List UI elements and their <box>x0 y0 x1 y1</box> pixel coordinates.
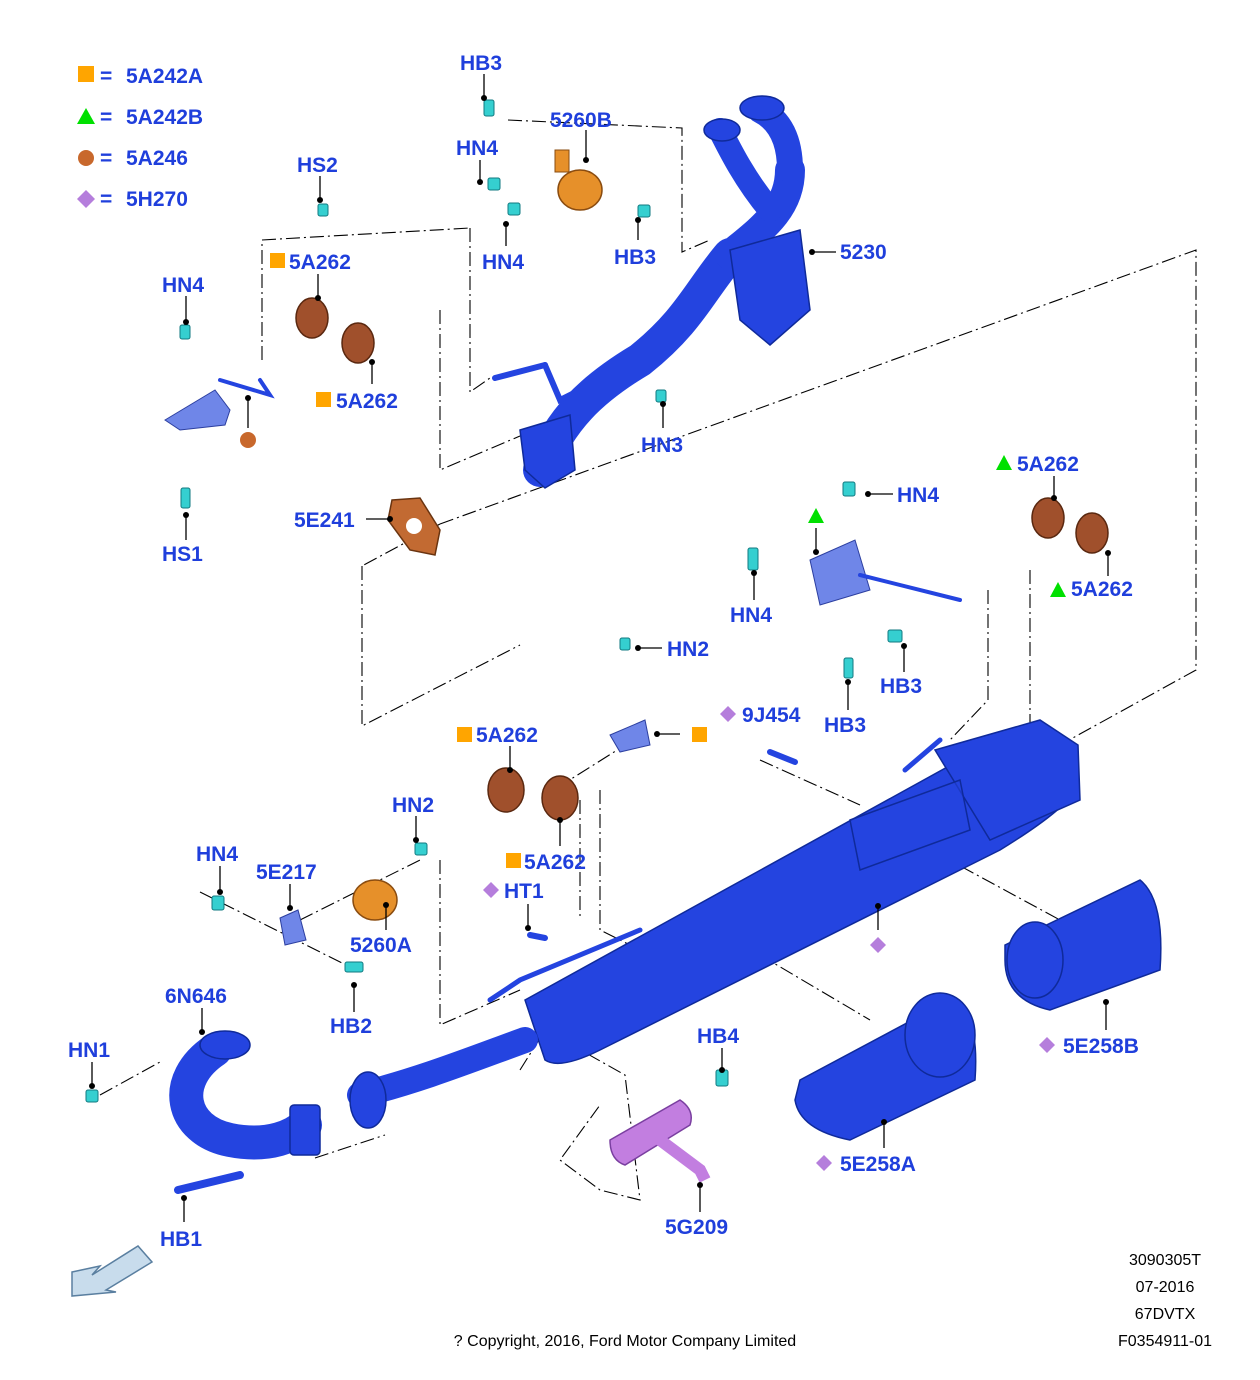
label-hb1: HB1 <box>160 1228 202 1251</box>
sensor-5g209 <box>609 1099 711 1183</box>
front-direction-arrow-icon <box>71 1245 154 1297</box>
marker-circle-icon <box>240 432 256 448</box>
label-5g209: 5G209 <box>665 1216 728 1239</box>
label-hb3: HB3 <box>824 714 866 737</box>
legend-circle-icon <box>78 150 94 166</box>
marker-square-icon <box>506 853 521 868</box>
leader-lines <box>89 74 1111 1222</box>
label-5a262: 5A262 <box>1017 453 1079 476</box>
label-5230: 5230 <box>840 241 887 264</box>
pipe-6n646 <box>169 1030 322 1160</box>
label-hn4: HN4 <box>162 274 204 297</box>
marker-diamond-icon <box>1039 1037 1055 1053</box>
diagram-date: 07-2016 <box>1135 1279 1195 1296</box>
marker-triangle-icon <box>1050 582 1066 597</box>
marker-diamond-icon <box>870 937 886 953</box>
label-5260a: 5260A <box>350 934 412 957</box>
legend: = 5A242A = 5A242B = 5A246 = 5H270 <box>77 65 203 211</box>
label-5a262: 5A262 <box>289 251 351 274</box>
alignment-lines <box>99 119 1197 1201</box>
label-hs1: HS1 <box>162 543 203 566</box>
label-hb3: HB3 <box>460 52 502 75</box>
brackets <box>164 378 962 946</box>
figure-number: F0354911-01 <box>1118 1333 1212 1350</box>
label-9j454: 9J454 <box>742 704 801 727</box>
label-hn4: HN4 <box>482 251 524 274</box>
label-6n646: 6N646 <box>165 985 227 1008</box>
label-hs2: HS2 <box>297 154 338 177</box>
label-5e258a: 5E258A <box>840 1153 916 1176</box>
label-5e217: 5E217 <box>256 861 317 884</box>
label-5a262: 5A262 <box>336 390 398 413</box>
marker-square-icon <box>692 727 707 742</box>
legend-triangle-icon <box>77 108 95 124</box>
label-5a262: 5A262 <box>476 724 538 747</box>
legend-equals: = <box>100 147 112 170</box>
label-hn4: HN4 <box>897 484 939 507</box>
part-labels: HB3 5260B HN4 HN4 HB3 5230 HS2 5A262 HN4… <box>68 52 1139 1251</box>
label-hn2: HN2 <box>667 638 709 661</box>
diagram-code: 3090305T <box>1128 1252 1202 1269</box>
pipe-5230 <box>492 95 811 489</box>
label-hn2: HN2 <box>392 794 434 817</box>
gasket-5e241 <box>387 497 441 556</box>
label-5a262: 5A262 <box>524 851 586 874</box>
marker-square-icon <box>457 727 472 742</box>
marker-diamond-icon <box>483 882 499 898</box>
legend-label-5a242b: 5A242B <box>126 106 203 129</box>
muffler-assembly <box>347 719 1081 1129</box>
label-ht1: HT1 <box>504 880 544 903</box>
label-hb2: HB2 <box>330 1015 372 1038</box>
marker-diamond-icon <box>720 706 736 722</box>
clamp-5260b <box>557 169 603 211</box>
marker-triangle-icon <box>996 455 1012 470</box>
legend-label-5a242a: 5A242A <box>126 65 203 88</box>
marker-square-icon <box>270 253 285 268</box>
legend-label-5h270: 5H270 <box>126 188 188 211</box>
label-hb4: HB4 <box>697 1025 739 1048</box>
marker-triangle-icon <box>808 508 824 523</box>
marker-square-icon <box>316 392 331 407</box>
label-hn1: HN1 <box>68 1039 110 1062</box>
label-hb3: HB3 <box>880 675 922 698</box>
label-hb3: HB3 <box>614 246 656 269</box>
label-hn4: HN4 <box>730 604 772 627</box>
legend-label-5a246: 5A246 <box>126 147 188 170</box>
legend-equals: = <box>100 188 112 211</box>
copyright-notice: ? Copyright, 2016, Ford Motor Company Li… <box>453 1333 797 1350</box>
diagram-markers <box>240 253 1066 1171</box>
heat-shield-5e258a <box>794 992 977 1141</box>
clamp-5260a <box>352 879 398 921</box>
heat-shield-5e258b <box>1004 879 1162 1011</box>
legend-square-icon <box>78 66 94 82</box>
label-5a262: 5A262 <box>1071 578 1133 601</box>
label-hn4: HN4 <box>456 137 498 160</box>
legend-equals: = <box>100 65 112 88</box>
label-5e258b: 5E258B <box>1063 1035 1139 1058</box>
legend-diamond-icon <box>77 190 95 208</box>
fasteners <box>85 99 903 1194</box>
diagram-model: 67DVTX <box>1134 1306 1196 1323</box>
label-hn4: HN4 <box>196 843 238 866</box>
insulators <box>295 297 1109 821</box>
label-5e241: 5E241 <box>294 509 355 532</box>
marker-diamond-icon <box>816 1155 832 1171</box>
label-hn3: HN3 <box>641 434 683 457</box>
label-5260b: 5260B <box>550 109 612 132</box>
legend-equals: = <box>100 106 112 129</box>
